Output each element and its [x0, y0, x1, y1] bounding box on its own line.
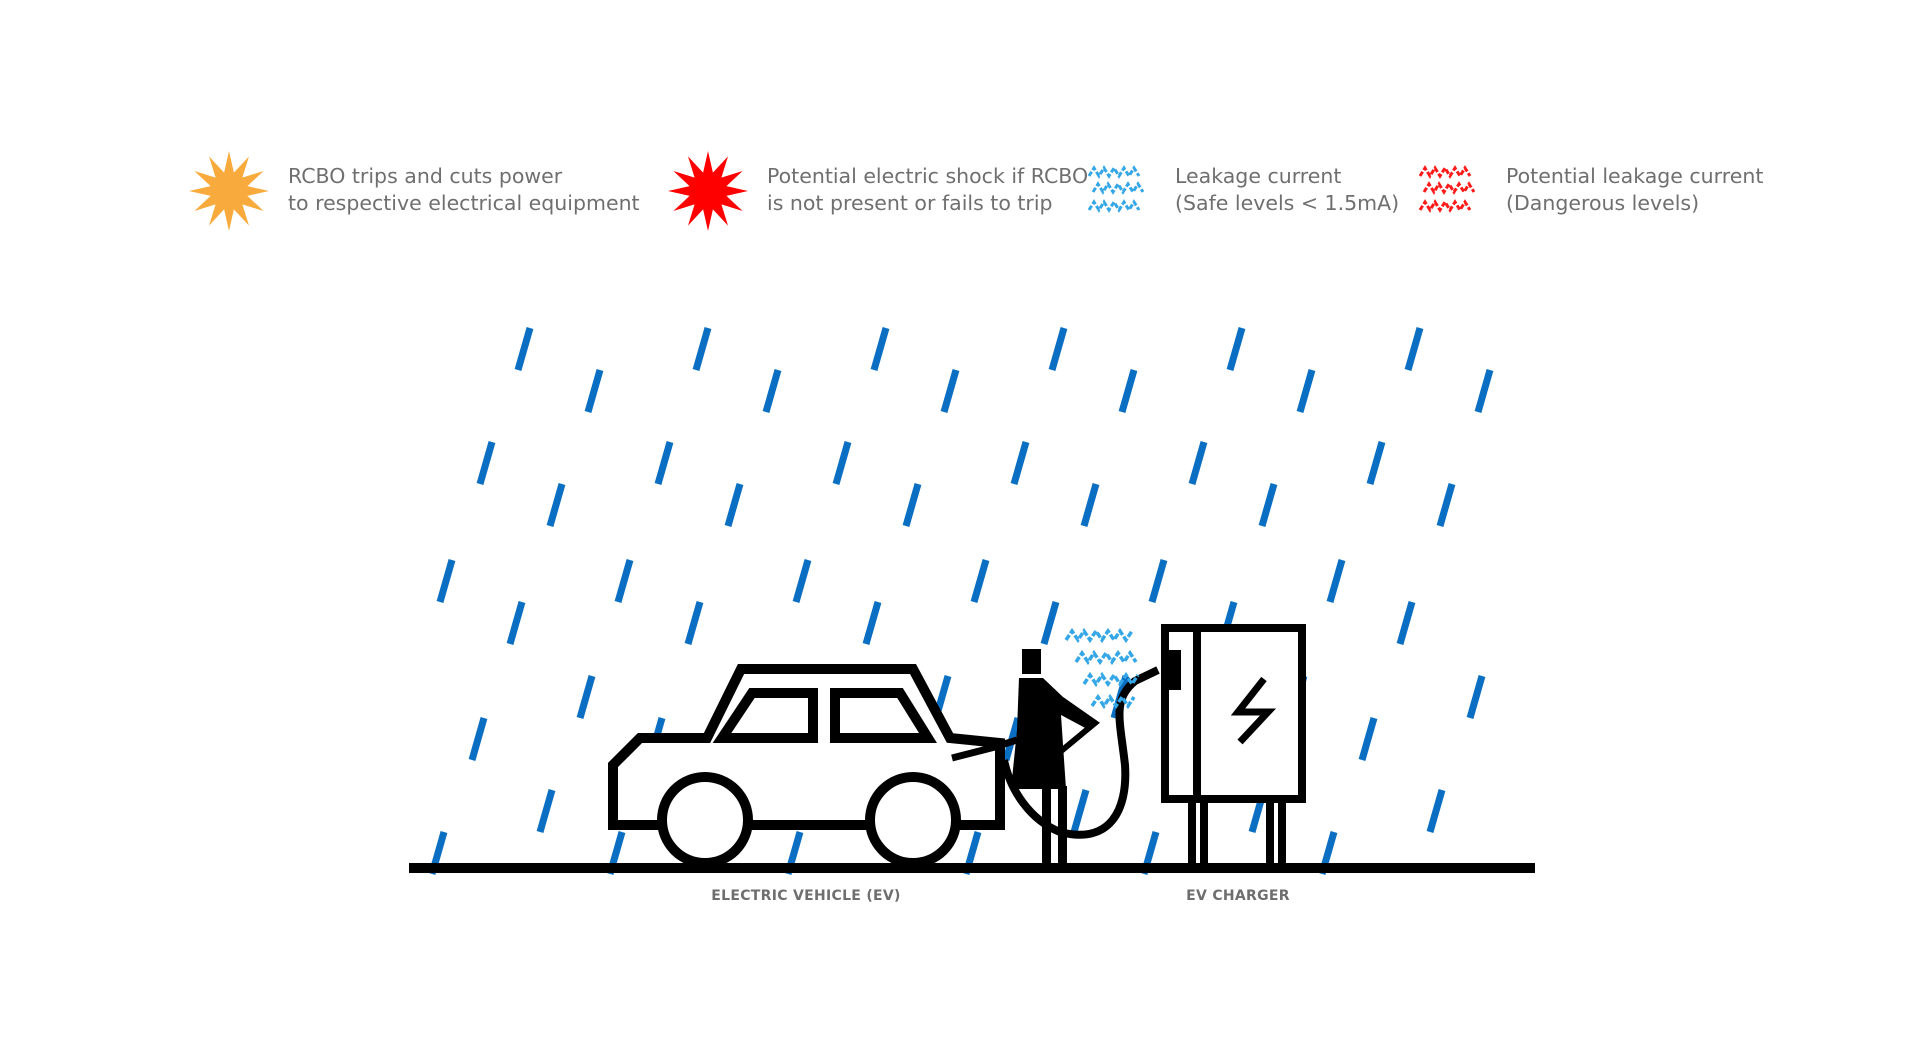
legend-leakage-safe-line2: (Safe levels < 1.5mA): [1175, 191, 1400, 215]
rain-drop: [536, 789, 556, 833]
rain-drop: [654, 441, 674, 485]
rain-drop: [1296, 369, 1316, 413]
rain-drop: [1118, 369, 1138, 413]
legend-rcbo-trips-line1: RCBO trips and cuts power: [288, 164, 563, 188]
person-head: [1022, 649, 1041, 674]
rain-drop: [692, 327, 712, 371]
car-window-rear: [830, 688, 937, 743]
legend-electric-shock-line1: Potential electric shock if RCBO: [767, 164, 1089, 188]
zigzag-line: [1087, 199, 1141, 213]
rain-drop: [1226, 327, 1246, 371]
charger-plug: [1165, 650, 1181, 690]
zigzag-line: [1418, 199, 1472, 213]
rain-drop: [1258, 483, 1278, 527]
leakage-wave: [1090, 693, 1136, 710]
rain-drop: [514, 327, 534, 371]
legend-leakage-dangerous-line2: (Dangerous levels): [1506, 191, 1700, 215]
leakage-wave: [1082, 671, 1140, 688]
rain-drop: [584, 369, 604, 413]
rain-drop: [468, 717, 488, 761]
rain-drop: [506, 601, 526, 645]
rain-drop: [1326, 559, 1346, 603]
person-leg-right: [1058, 786, 1067, 866]
zigzag-line: [1087, 165, 1141, 179]
rain-drop: [970, 559, 990, 603]
charging-cable: [1000, 666, 1160, 839]
legend-rcbo-trips-line2: to respective electrical equipment: [288, 191, 640, 215]
zigzag-line: [1091, 181, 1145, 195]
car-wheel-front: [657, 772, 753, 868]
ev-charger: [1161, 624, 1306, 871]
caption-electric-vehicle: ELECTRIC VEHICLE (EV): [711, 888, 901, 904]
rain-drop: [576, 675, 596, 719]
rain-drop: [762, 369, 782, 413]
legend-leakage-safe-line1: Leakage current: [1175, 164, 1342, 188]
rain-drop: [1080, 483, 1100, 527]
blue-zigzag-icon: [1087, 165, 1145, 213]
legend-leakage-dangerous-line1: Potential leakage current: [1506, 164, 1764, 188]
rain-drop: [684, 601, 704, 645]
leakage-wave: [1074, 649, 1138, 666]
rain-drop: [1426, 789, 1446, 833]
charger-post-right: [1266, 795, 1286, 871]
red-zigzag-icon: [1418, 165, 1476, 213]
rain-drop: [1358, 717, 1378, 761]
person-arm-right: [1058, 697, 1100, 755]
rain-drop: [1466, 675, 1486, 719]
caption-ev-charger: EV CHARGER: [1186, 888, 1290, 904]
rain-drop: [1010, 441, 1030, 485]
car-wheel-rear: [865, 772, 961, 868]
rain-drop: [1040, 601, 1060, 645]
rain-drop: [614, 559, 634, 603]
electric-vehicle: [608, 664, 1005, 868]
person-arm-left: [951, 736, 1019, 762]
rain-drop: [940, 369, 960, 413]
rain-drop: [902, 483, 922, 527]
rain-drop: [1396, 601, 1416, 645]
rain-drop: [870, 327, 890, 371]
lightning-icon: [1230, 676, 1277, 745]
legend-electric-shock-line2: is not present or fails to trip: [767, 191, 1053, 215]
rain-drop: [724, 483, 744, 527]
leakage-current-waves: [1064, 627, 1140, 710]
rain-drop: [1366, 441, 1386, 485]
red-starburst-icon: [668, 151, 748, 231]
zigzag-line: [1418, 165, 1472, 179]
rain-drop: [1436, 483, 1456, 527]
rain-drop: [1188, 441, 1208, 485]
rain-drop: [1148, 559, 1168, 603]
rain-drop: [1070, 789, 1090, 833]
charger-post-left: [1188, 795, 1208, 871]
rain-drop: [792, 559, 812, 603]
rain-drop: [862, 601, 882, 645]
orange-starburst-icon: [189, 151, 269, 231]
rain-drop: [436, 559, 456, 603]
car-window-front: [712, 688, 818, 743]
rain-drop: [476, 441, 496, 485]
rain-drop: [1048, 327, 1068, 371]
rain-drop: [832, 441, 852, 485]
zigzag-line: [1422, 181, 1476, 195]
rain-drop: [1474, 369, 1494, 413]
leakage-wave: [1064, 627, 1134, 644]
rain-drop: [1404, 327, 1424, 371]
rain-drop: [546, 483, 566, 527]
